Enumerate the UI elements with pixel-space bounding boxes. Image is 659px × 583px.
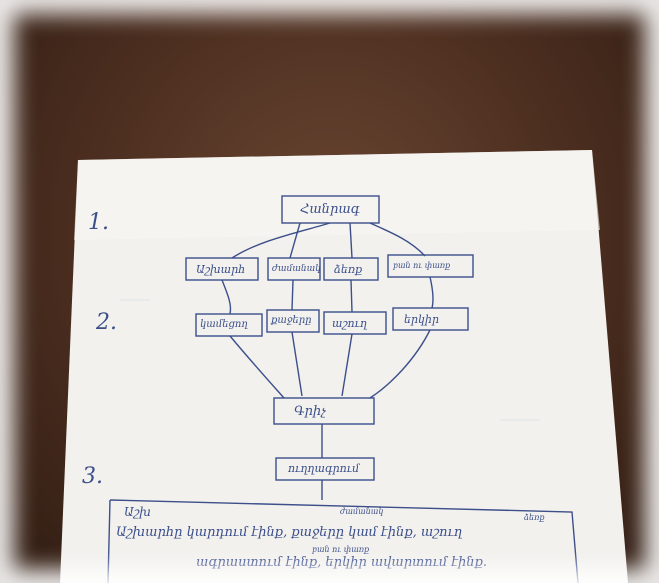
- root-label: Հանրագ: [300, 202, 360, 217]
- note-line-1: Աշխարհը կարդում էինք, քաջերը կամ էինք, ա…: [116, 525, 463, 540]
- row1-label-2: ժամանակ: [272, 264, 321, 274]
- level-number-3: 3.: [82, 464, 103, 489]
- row1-label-4: բան ու փառք: [393, 261, 451, 270]
- row2-label-3: աշուղ: [332, 317, 367, 330]
- row2-label-2: քաջերը: [271, 315, 312, 326]
- level-number-2: 2.: [96, 310, 117, 335]
- row1-label-3: ձեռք: [334, 263, 363, 276]
- note-above-1: ժամանակ: [340, 507, 384, 516]
- row2-label-1: կամեցող: [200, 319, 248, 330]
- center-label: Գրիչ: [294, 404, 326, 419]
- bottom-label: ուղղագրում: [288, 462, 360, 475]
- note-heading: Աշխ: [124, 505, 151, 519]
- note-line-2: ագրաստում էինք, երկիր ավարտում էինք.: [196, 555, 487, 570]
- row1-label-1: Աշխարհ: [196, 263, 246, 276]
- note-above-2: ձեռք: [524, 513, 545, 522]
- note-above-3: բան ու փառք: [312, 545, 370, 554]
- row2-label-4: երկիր: [404, 313, 439, 326]
- level-number-1: 1.: [88, 210, 109, 235]
